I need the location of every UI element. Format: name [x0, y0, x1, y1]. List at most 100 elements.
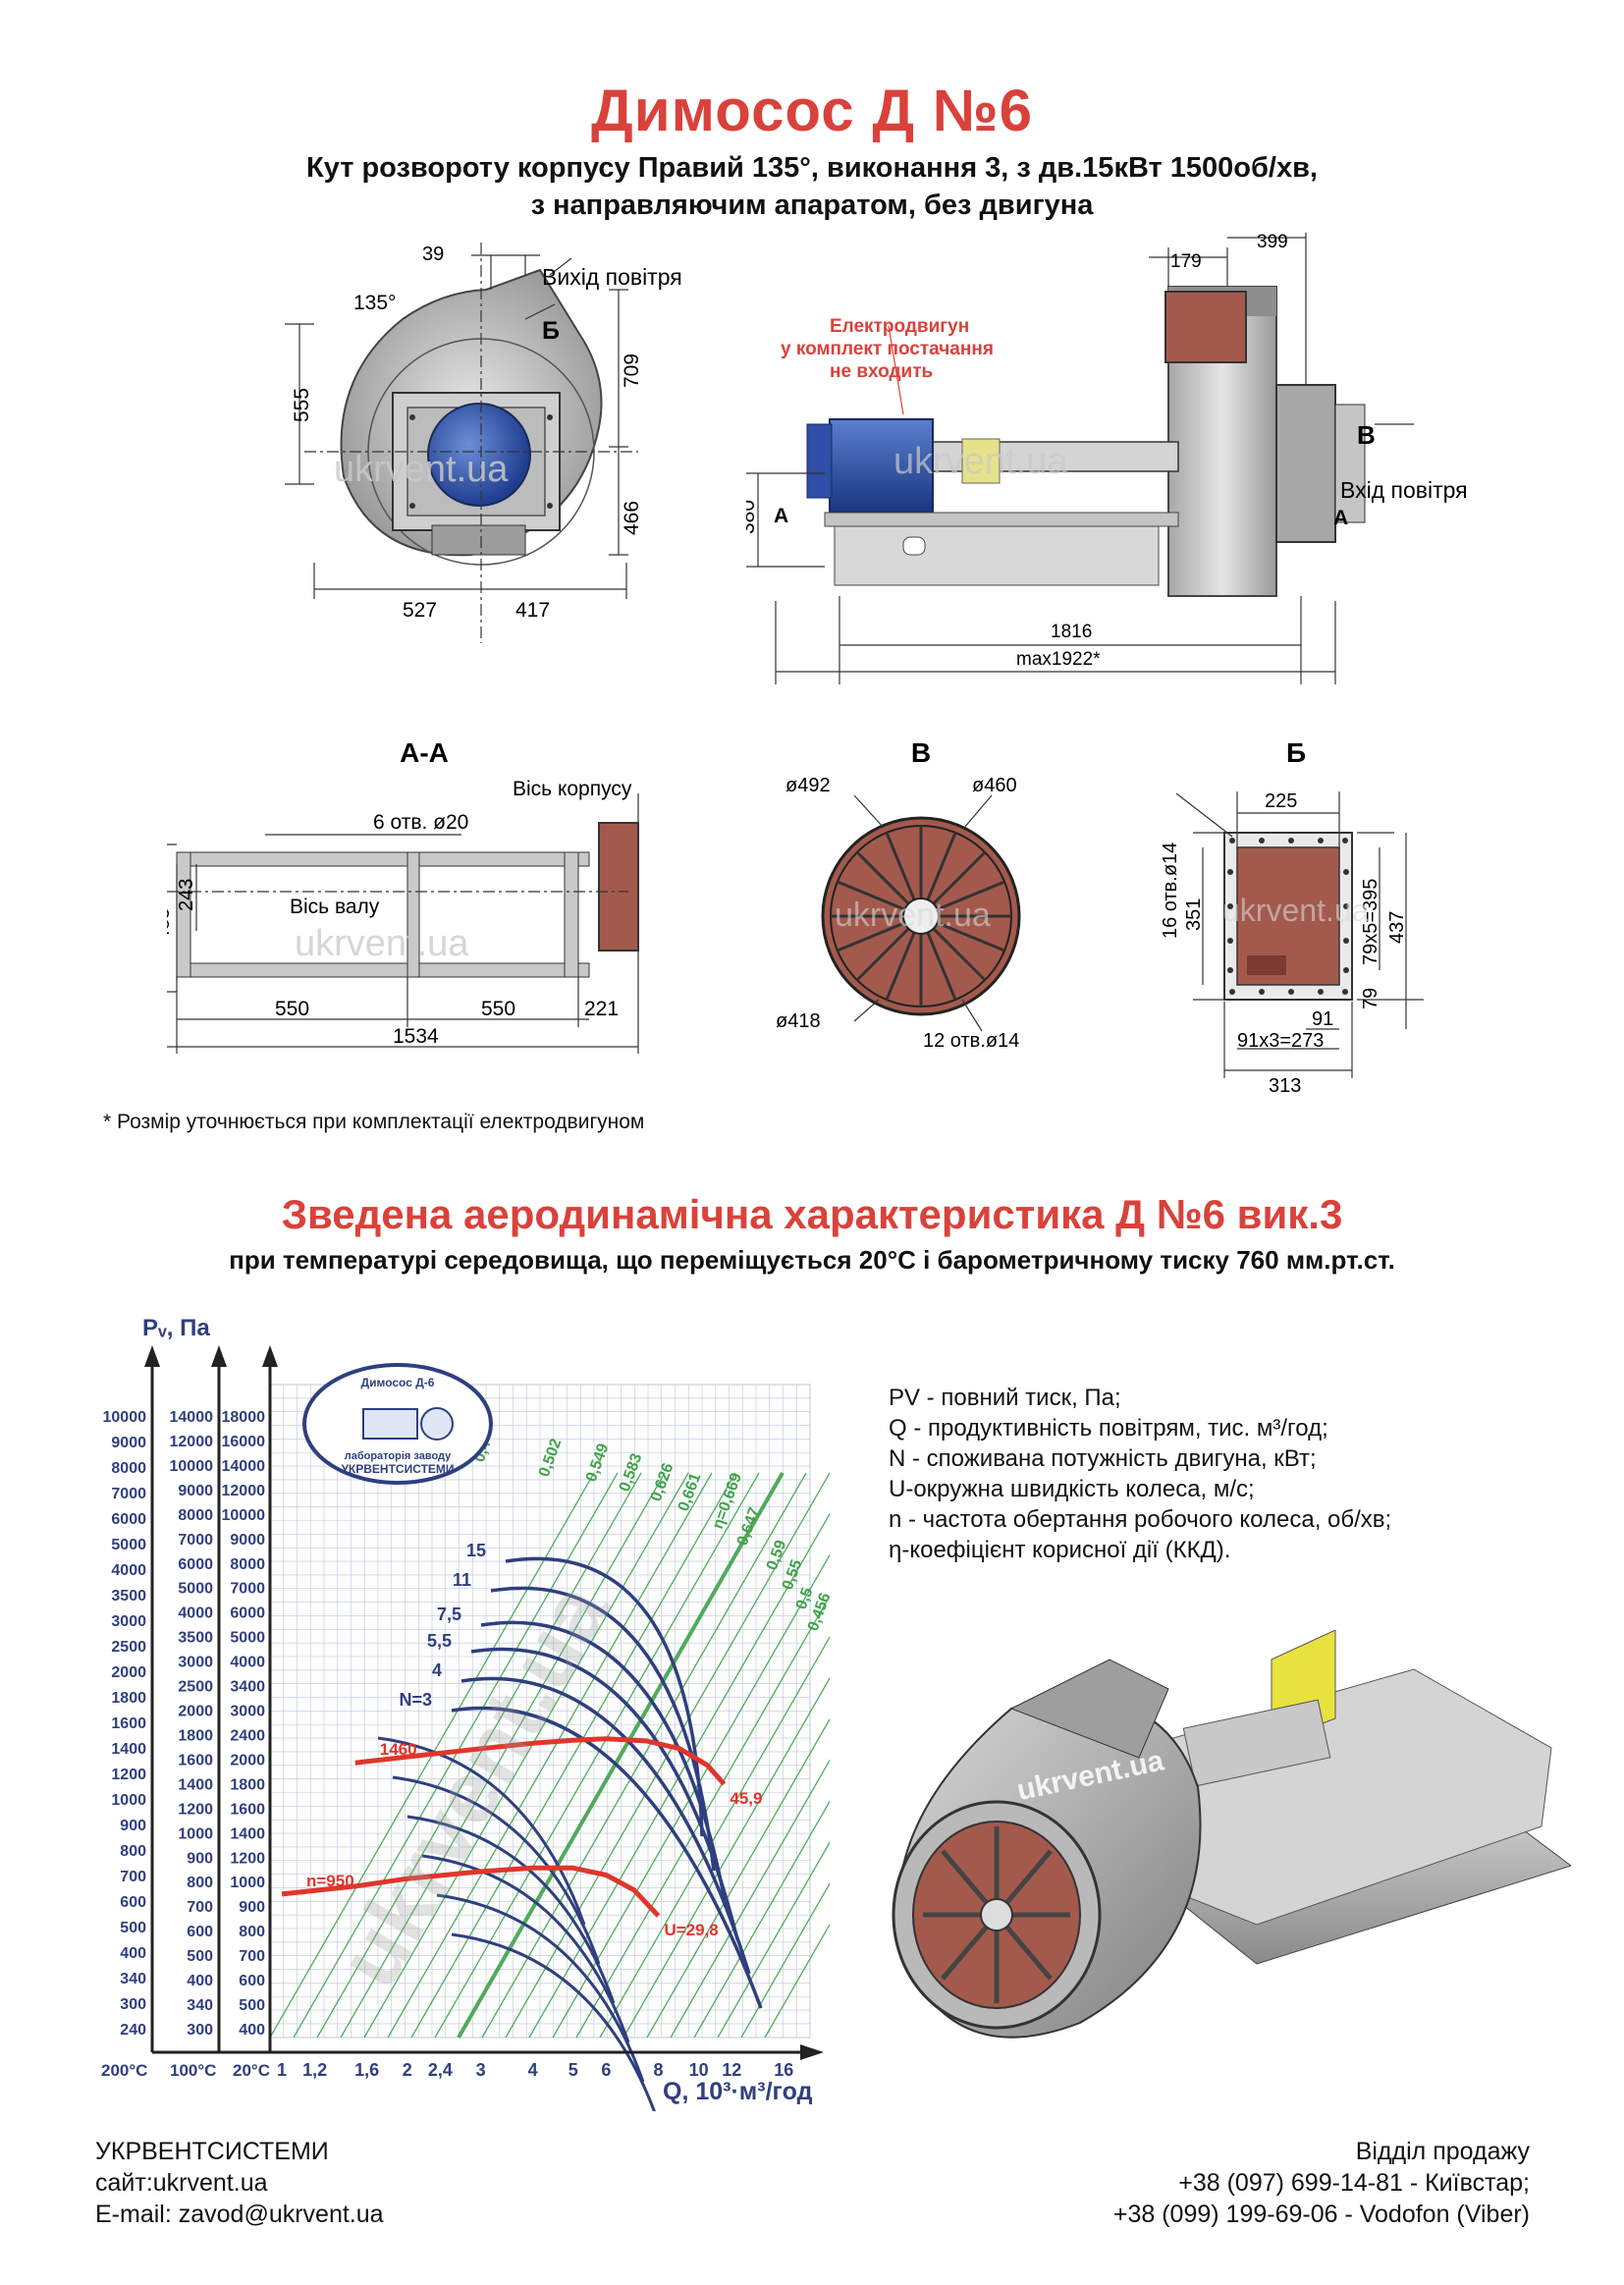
company-site[interactable]: сайт:ukrvent.ua — [95, 2169, 268, 2197]
y-tick-label: 1000 — [230, 1875, 265, 1891]
y-tick-label: 7000 — [230, 1581, 265, 1598]
aa-dim-550b: 550 — [481, 998, 515, 1020]
y-tick-label: 240 — [120, 2022, 146, 2039]
operating-curve-label: n=950 — [306, 1872, 354, 1890]
chart-legend: PV - повний тиск, Па; Q - продуктивність… — [889, 1383, 1478, 1565]
watermark: ukrvent.ua — [295, 923, 469, 964]
legend-eta: η-коефіцієнт корисної дії (ККД). — [889, 1537, 1231, 1563]
side-view-drawing: 179 399 Електродвигун у комплект постача… — [746, 228, 1512, 689]
y-tick-label: 5000 — [230, 1630, 265, 1647]
watermark: ukrvent.ua — [835, 897, 991, 934]
y-tick-label: 400 — [187, 1973, 213, 1989]
aero-title: Зведена аеродинамічна характеристика Д №… — [281, 1191, 1343, 1237]
b-dim-395: 79x5=395 — [1360, 879, 1381, 965]
y-tick-label: 2000 — [111, 1664, 146, 1681]
y-tick-label: 2000 — [230, 1752, 265, 1768]
y-tick-label: 5000 — [178, 1581, 213, 1598]
y-tick-label: 3500 — [111, 1588, 146, 1605]
section-b-title: Б — [1286, 737, 1306, 768]
y-tick-label: 600 — [187, 1924, 213, 1940]
y-tick-label: 1600 — [178, 1752, 213, 1768]
y-tick-label: 6000 — [178, 1556, 213, 1573]
y-tick-label: 1800 — [178, 1727, 213, 1744]
y-tick-label: 500 — [239, 1997, 265, 2014]
legend-n: N - споживана потужність двигуна, кВт; — [889, 1445, 1317, 1472]
power-curve — [392, 1775, 601, 1965]
aa-dim-221: 221 — [584, 998, 619, 1020]
power-curve — [451, 1706, 763, 2009]
power-curve — [406, 1815, 616, 2004]
efficiency-line — [481, 1472, 807, 2039]
sales-department: Відділ продажу — [1355, 2138, 1530, 2165]
y-tick-label: 16000 — [222, 1434, 266, 1450]
y-tick-label: 8000 — [178, 1507, 213, 1524]
logo-line-1: Димосос Д-6 — [361, 1376, 435, 1389]
section-v-title: В — [911, 737, 931, 768]
side-dim-380: 380 — [746, 500, 759, 534]
efficiency-line — [293, 1472, 619, 2039]
front-dim-39: 39 — [422, 244, 444, 265]
subtitle-line-1: Кут розвороту корпусу Правий 135°, викон… — [306, 152, 1318, 184]
front-dim-417: 417 — [515, 599, 550, 622]
y-tick-label: 800 — [187, 1875, 213, 1891]
y-tick-label: 2400 — [230, 1727, 265, 1744]
front-dim-466: 466 — [621, 501, 643, 535]
y-tick-label: 340 — [187, 1997, 213, 2014]
x-tick-label: 16 — [774, 2060, 793, 2080]
y-tick-label: 900 — [239, 1899, 265, 1916]
b-dim-225: 225 — [1265, 790, 1297, 812]
y-tick-label: 2500 — [111, 1639, 146, 1656]
b-dim-437: 437 — [1386, 911, 1408, 944]
motor-note-2: у комплект постачання — [781, 339, 994, 359]
x-tick-label: 12 — [722, 2060, 741, 2080]
section-aa-drawing: А-А Вісь корпусу 6 отв. ø20 Вісь валу 54… — [167, 734, 677, 1059]
footnote: * Розмір уточнюється при комплектації ел… — [103, 1111, 645, 1133]
y-tick-label: 6000 — [230, 1605, 265, 1622]
y-tick-label: 1600 — [230, 1801, 265, 1818]
legend-u: U-окружна швидкість колеса, м/с; — [889, 1476, 1255, 1502]
logo-line-2: лабораторія заводу — [345, 1450, 452, 1462]
x-tick-label: 8 — [653, 2060, 663, 2080]
y-tick-label: 3500 — [178, 1630, 213, 1647]
temperature-label: 20°С — [233, 2061, 270, 2080]
power-curve — [451, 1932, 660, 2122]
legend-pv: PV - повний тиск, Па; — [889, 1385, 1121, 1411]
operating-curve-1 — [354, 1736, 727, 1786]
y-tick-label: 9000 — [230, 1532, 265, 1549]
operating-curve-end-label: 45,9 — [730, 1789, 762, 1808]
efficiency-line — [340, 1472, 666, 2039]
motor-note-1: Електродвигун — [830, 316, 969, 337]
phone-vodafone[interactable]: +38 (099) 199-69-06 - Vodofon (Viber) — [1112, 2201, 1530, 2228]
y-tick-label: 1000 — [178, 1825, 213, 1842]
watermark: ukrvent.ua — [334, 449, 509, 490]
b-holes: 16 отв.ø14 — [1160, 843, 1181, 939]
x-axis-label: Q, 10³·м³/год — [663, 2078, 813, 2105]
y-tick-label: 500 — [120, 1920, 146, 1936]
shaft-axis-label: Вісь валу — [290, 896, 380, 918]
y-tick-label: 6000 — [111, 1511, 146, 1528]
logo-line-3: УКРВЕНТСИСТЕМИ — [341, 1462, 454, 1476]
aa-dim-243: 243 — [176, 879, 197, 911]
legend-q: Q - продуктивність повітрям, тис. м³/год… — [889, 1415, 1328, 1442]
x-tick-label: 1 — [277, 2060, 287, 2080]
v-d492: ø492 — [785, 775, 831, 796]
x-tick-label: 1,2 — [302, 2060, 327, 2080]
subtitle-line-2: з направляючим апаратом, без двигуна — [530, 190, 1094, 221]
power-label: 11 — [453, 1570, 471, 1590]
power-label: 5,5 — [427, 1631, 452, 1651]
section-a-right: А — [1333, 507, 1348, 529]
watermark: ukrvent.ua — [1222, 893, 1370, 928]
company-name: УКРВЕНТСИСТЕМИ — [95, 2138, 329, 2165]
power-curve — [377, 1736, 586, 1926]
x-tick-label: 2 — [403, 2060, 412, 2080]
y-tick-label: 400 — [239, 2022, 265, 2039]
efficiency-line — [457, 1472, 785, 2039]
company-email[interactable]: E-mail: zavod@ukrvent.ua — [95, 2201, 384, 2228]
aa-dim-485: 485 — [167, 908, 174, 941]
phone-kyivstar[interactable]: +38 (097) 699-14-81 - Київстар; — [1178, 2169, 1530, 2197]
b-dim-313: 313 — [1269, 1075, 1301, 1097]
y-tick-label: 600 — [239, 1973, 265, 1989]
y-tick-label: 700 — [120, 1869, 146, 1885]
power-curve — [480, 1620, 728, 1906]
b-dim-79: 79 — [1360, 988, 1381, 1009]
